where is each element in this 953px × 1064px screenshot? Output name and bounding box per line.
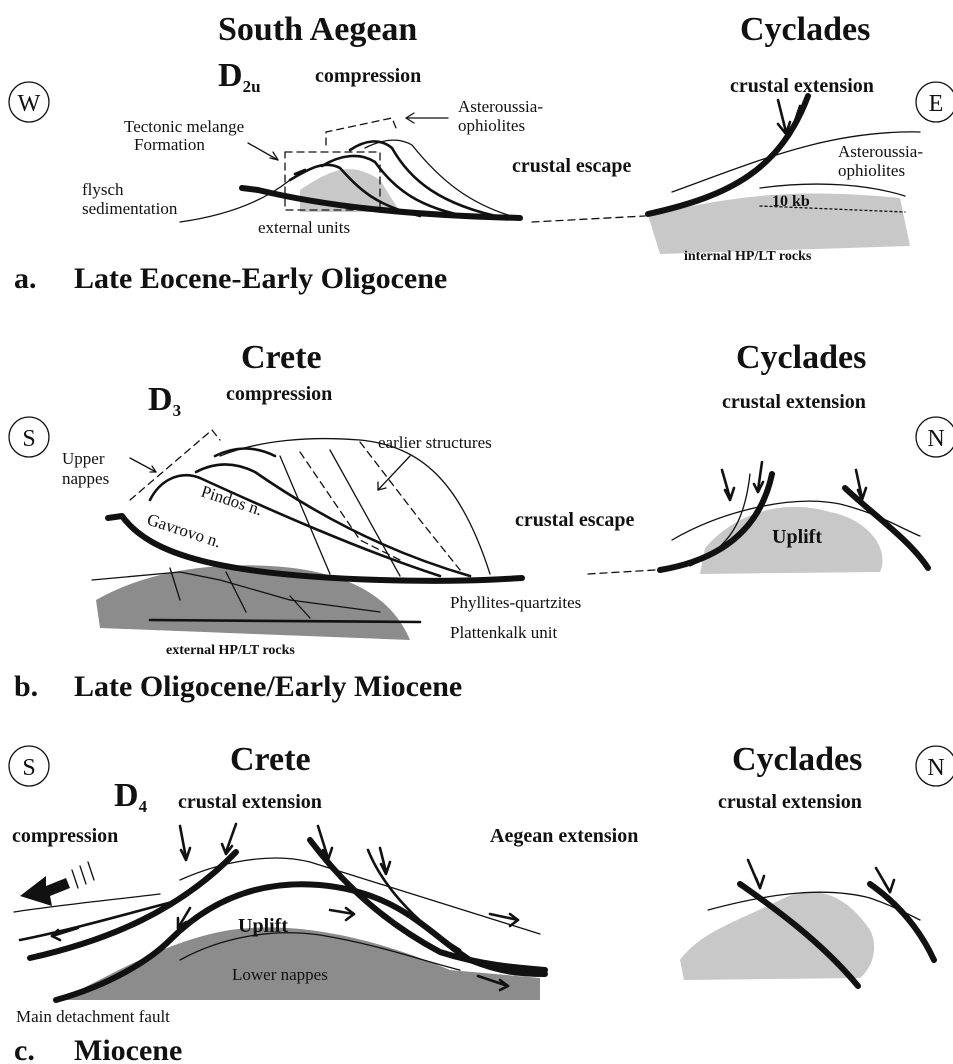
compass-south-label-c: S — [22, 755, 35, 781]
panel-b: Crete Cyclades D3 compression crustal ex… — [9, 339, 953, 703]
panel-b-earlier-structures-label: earlier structures — [378, 433, 492, 452]
panel-b-deformation: D3 — [148, 381, 181, 420]
panel-b-earlier-structures — [300, 442, 460, 570]
panel-c-compression: compression — [12, 825, 118, 847]
panel-a-pressure: 10 kb — [772, 193, 810, 210]
compass-south-label-b: S — [22, 426, 35, 452]
panel-c-title-left: Crete — [230, 741, 311, 778]
panel-a-melange-1: Tectonic melange — [124, 117, 244, 136]
panel-b-uplift: Uplift — [772, 526, 822, 548]
panel-c-right-fault-arrows — [748, 860, 890, 892]
panel-c-compression-arrow-tail — [72, 862, 94, 888]
panel-c: Crete Cyclades D4 crustal extension crus… — [9, 741, 953, 1064]
panel-a-flysch-line — [180, 180, 290, 222]
compass-north-label-b: N — [927, 426, 944, 452]
panel-c-detachment: Main detachment fault — [16, 1007, 170, 1026]
panel-a-flysch-2: sedimentation — [82, 199, 178, 218]
panel-c-title-right: Cyclades — [732, 741, 862, 778]
panel-b-upper-nappes-1: Upper — [62, 449, 105, 468]
panel-a-asteroussia-1: Asteroussia- — [458, 97, 543, 116]
panel-a-asteroussia-2: ophiolites — [458, 116, 525, 135]
panel-b-plattenkalk: Plattenkalk unit — [450, 623, 557, 642]
panel-a-caption-letter: a. — [14, 262, 37, 295]
panel-b-pindos: Pindos n. — [199, 482, 265, 520]
panel-a-deformation: D2u — [218, 57, 261, 96]
panel-b-crustal-extension: crustal extension — [722, 391, 866, 413]
panel-a-title-right: Cyclades — [740, 11, 870, 48]
panel-c-deformation: D4 — [114, 777, 148, 816]
panel-a-title-left: South Aegean — [218, 11, 417, 48]
panel-c-caption-text: Miocene — [74, 1034, 182, 1064]
panel-b-crustal-escape: crustal escape — [515, 509, 635, 531]
panel-b-caption-text: Late Oligocene/Early Miocene — [74, 670, 462, 703]
panel-a-crustal-extension: crustal extension — [730, 75, 874, 97]
panel-a-internal-rocks: internal HP/LT rocks — [684, 249, 812, 264]
panel-b-caption-letter: b. — [14, 670, 38, 703]
panel-b-title-left: Crete — [241, 339, 322, 376]
panel-c-crustal-extension-right: crustal extension — [718, 791, 862, 813]
panel-b-title-right: Cyclades — [736, 339, 866, 376]
panel-a-escape-dashed-link — [532, 216, 645, 222]
compass-north-label-c: N — [927, 755, 944, 781]
panel-a-external-units: external units — [258, 218, 350, 237]
panel-b-thrust-2 — [196, 465, 470, 577]
panel-c-aegean-extension: Aegean extension — [490, 825, 638, 847]
panel-a-caption-text: Late Eocene-Early Oligocene — [74, 262, 447, 295]
panel-a-flysch-1: flysch — [82, 180, 124, 199]
panel-b-internal-lines — [280, 450, 400, 576]
panel-a-crustal-escape: crustal escape — [512, 155, 632, 177]
panel-c-caption-letter: c. — [14, 1034, 35, 1064]
panel-b-upper-nappes-arrow — [130, 458, 156, 472]
panel-c-crustal-extension-left: crustal extension — [178, 791, 322, 813]
panel-b-escape-dashed-link — [588, 570, 655, 574]
panel-a-compression: compression — [315, 65, 421, 87]
panel-c-lower-nappes: Lower nappes — [232, 965, 328, 984]
panel-b-compression: compression — [226, 383, 332, 405]
panel-a-melange-arrow — [248, 143, 278, 160]
panel-c-lower-nappes-shade — [60, 927, 540, 1000]
panel-b-phyllites: Phyllites-quartzites — [450, 593, 581, 612]
panel-c-uplift: Uplift — [238, 915, 288, 937]
compass-east-label: E — [929, 91, 944, 117]
panel-b-external-rocks: external HP/LT rocks — [166, 643, 295, 658]
panel-c-right-fault-2 — [870, 884, 934, 960]
panel-a-right-asteroussia-2: ophiolites — [838, 161, 905, 180]
compass-west-label: W — [18, 91, 41, 117]
panel-a-melange-2: Formation — [134, 135, 205, 154]
panel-c-compression-arrow — [20, 876, 70, 906]
panel-c-left-secondary-fault — [20, 900, 180, 940]
panel-b-earlier-arrow — [378, 456, 410, 490]
panel-a: South Aegean Cyclades D2u compression W … — [9, 11, 953, 295]
panel-b-fault-arrows — [722, 462, 862, 498]
panel-b-upper-nappes-2: nappes — [62, 469, 109, 488]
panel-a-right-asteroussia-1: Asteroussia- — [838, 142, 923, 161]
